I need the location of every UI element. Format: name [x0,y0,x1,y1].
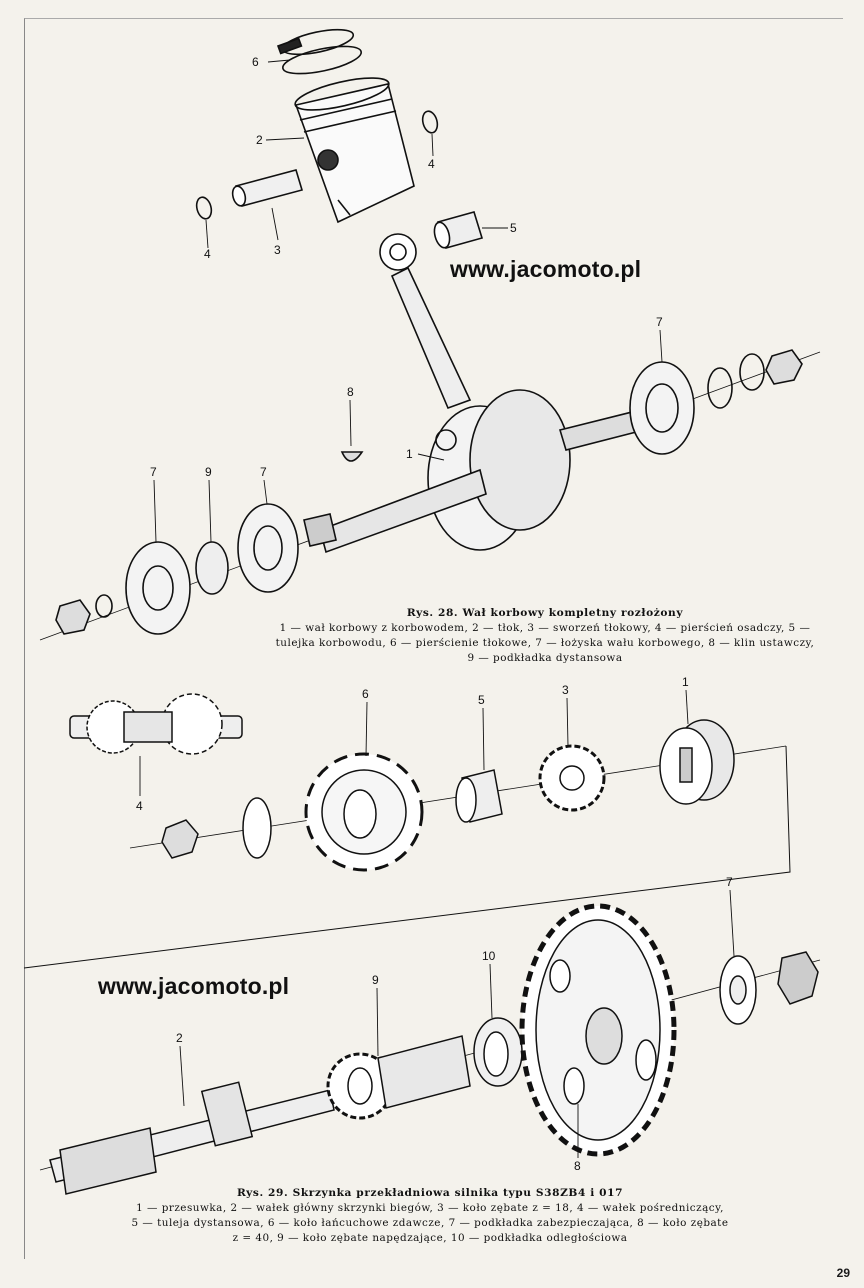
left-washer [95,594,113,618]
label-4a: 4 [204,247,211,261]
main-shaft [49,1081,335,1195]
spacer-washer-10 [473,1017,523,1087]
label-29-10: 10 [482,949,496,963]
figure-28-title: Rys. 28. Wał korbowy kompletny rozłożony [406,607,684,619]
chain-sprocket [304,752,424,872]
figure-28-labels: 6 2 3 4 4 5 7 8 1 7 9 7 [150,55,663,479]
label-4b: 4 [428,157,435,171]
figure-29-legend-line-1: 1 — przesuwka, 2 — wałek główny skrzynki… [136,1202,724,1214]
label-3: 3 [274,243,281,257]
page-number: 29 [836,1266,850,1280]
circlip-right [421,110,439,134]
label-7c: 7 [260,465,267,479]
label-29-1: 1 [682,675,689,689]
piston-rings [276,28,362,75]
figure-28-leaders [153,59,663,543]
label-9: 9 [205,465,212,479]
label-29-6: 6 [362,687,369,701]
driving-gear [326,1035,471,1120]
right-bearing [629,361,695,455]
figure-28-legend-line-3: 9 — podkładka dystansowa [467,652,623,664]
label-6: 6 [252,55,259,69]
figure-28-legend-line-1: 1 — wał korbowy z korbowodem, 2 — tłok, … [279,622,811,634]
figure-29-title: Rys. 29. Skrzynka przekładniowa silnika … [236,1187,624,1199]
figure-28-legend-line-2: tulejka korbowodu, 6 — pierścienie tłoko… [275,637,815,649]
spacer-washer [195,541,229,595]
fig29-right-nut [777,951,819,1005]
label-29-8: 8 [574,1159,581,1173]
watermark-bottom: www.jacomoto.pl [98,973,290,999]
circlip-left [195,196,213,220]
dog-clutch [659,719,735,805]
left-nut [55,599,91,635]
label-29-9: 9 [372,973,379,987]
figure-29-labels: 1 3 5 6 4 7 9 10 2 8 [136,675,733,1173]
label-7a: 7 [656,315,663,329]
spacer-sleeve [455,769,503,823]
piston [294,77,415,224]
figure-29-frame [23,745,821,1171]
woodruff-key [340,451,364,462]
label-7b: 7 [150,465,157,479]
label-8: 8 [347,385,354,399]
connecting-rod [379,233,472,410]
label-2: 2 [256,133,263,147]
page-frame [24,18,843,1259]
figure-29-caption: Rys. 29. Skrzynka przekładniowa silnika … [80,1186,780,1246]
label-5: 5 [510,221,517,235]
piston-pin [231,169,304,207]
left-bearing-inner [237,503,299,593]
figure-29-legend-line-3: z = 40, 9 — koło zębate napędzające, 10 … [232,1232,628,1244]
right-washer [707,367,733,409]
label-1: 1 [406,447,413,461]
label-29-3: 3 [562,683,569,697]
figure-28-caption: Rys. 28. Wał korbowy kompletny rozłożony… [230,606,860,666]
figure-29-legend-line-2: 5 — tuleja dystansowa, 6 — koło łańcucho… [131,1217,729,1229]
gear-z18 [538,744,606,812]
lock-washer [719,955,757,1025]
fig29-nut [161,819,199,859]
figure-28-drawing [39,28,821,641]
fig29-washer [242,797,272,859]
gear-z40 [519,903,677,1157]
figure-29-leaders [139,689,735,1158]
watermark-top: www.jacomoto.pl [450,256,642,282]
label-29-5: 5 [478,693,485,707]
label-29-7: 7 [726,875,733,889]
label-29-4: 4 [136,799,143,813]
right-nut [765,349,803,385]
crankshaft [303,389,645,554]
small-end-bush [433,211,484,249]
figure-29-drawing [49,693,819,1195]
layshaft [69,693,243,755]
label-29-2: 2 [176,1031,183,1045]
right-lockwasher [739,353,765,391]
left-bearing-outer [125,541,191,635]
